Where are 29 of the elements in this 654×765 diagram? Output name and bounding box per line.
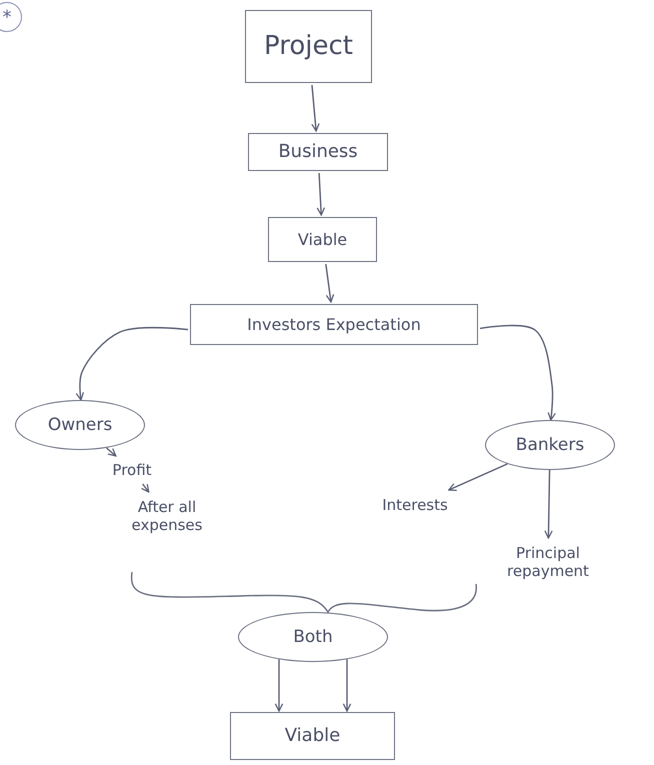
node-label: Investors Expectation	[247, 314, 421, 334]
arrow	[480, 324, 556, 421]
arrow	[140, 483, 150, 493]
annotation-text: Principal repayment	[506, 544, 590, 580]
process-box	[190, 304, 478, 345]
arrow	[274, 659, 284, 712]
arrow	[311, 84, 320, 132]
node-label: Business	[278, 141, 358, 163]
node-label: Owners	[48, 414, 112, 436]
arrow	[316, 172, 326, 216]
node-label: Viable	[298, 230, 348, 250]
node-label: Viable	[284, 725, 340, 747]
process-box	[268, 217, 377, 262]
arrow	[106, 447, 116, 457]
process-box	[245, 10, 372, 83]
footnote-mark: *	[0, 2, 22, 32]
node-label: Both	[293, 626, 333, 648]
arrow	[325, 264, 334, 303]
arrow	[544, 470, 553, 539]
arrow	[448, 463, 508, 491]
arrow	[342, 659, 352, 712]
arrow	[76, 326, 188, 401]
node-label: Bankers	[516, 434, 584, 456]
process-box	[230, 712, 395, 760]
annotation-text: Profit	[112, 461, 152, 479]
process-box	[248, 133, 388, 171]
annotation-text: After all expenses	[130, 498, 204, 534]
annotation-text: Interests	[382, 496, 448, 514]
node-label: Project	[264, 30, 353, 62]
